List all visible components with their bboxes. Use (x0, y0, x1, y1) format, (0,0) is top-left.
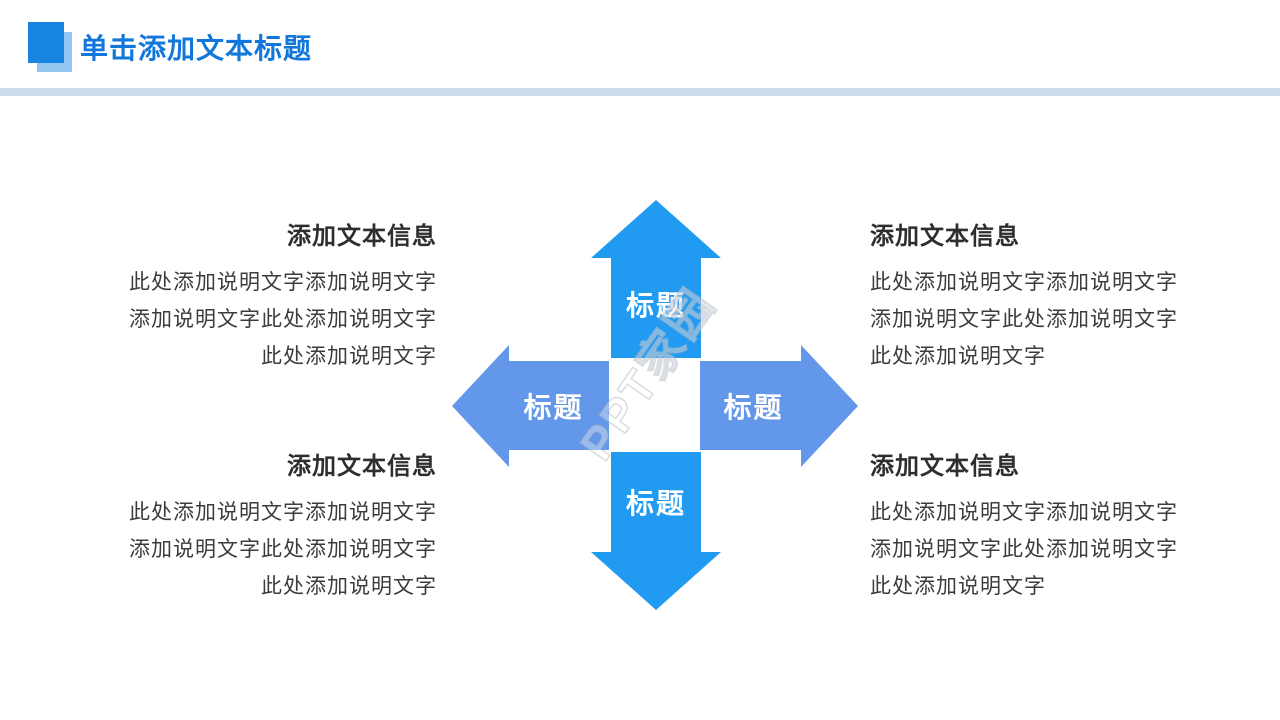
block-line: 此处添加说明文字添加说明文字 (129, 271, 437, 294)
block-line: 此处添加说明文字 (870, 345, 1046, 368)
down-arrow-head-icon (591, 552, 721, 610)
block-line: 此处添加说明文字 (261, 575, 437, 598)
header-divider (0, 88, 1280, 96)
text-block-bottom-right: 添加文本信息 此处添加说明文字添加说明文字 添加说明文字此处添加说明文字 此处添… (870, 452, 1207, 605)
block-line: 添加说明文字此处添加说明文字 (129, 538, 437, 561)
right-arrow-label: 标题 (723, 391, 784, 423)
block-line: 此处添加说明文字 (261, 345, 437, 368)
block-line: 此处添加说明文字添加说明文字 (870, 501, 1178, 524)
left-arrow-head-icon (452, 345, 509, 467)
down-arrow-label: 标题 (625, 488, 686, 519)
right-arrow-shaft (700, 361, 801, 450)
text-block-bottom-left: 添加文本信息 此处添加说明文字添加说明文字 添加说明文字此处添加说明文字 此处添… (100, 452, 437, 605)
block-line: 添加说明文字此处添加说明文字 (129, 308, 437, 331)
page-title: 单击添加文本标题 (80, 33, 313, 64)
left-arrow-label: 标题 (523, 391, 584, 423)
block-heading: 添加文本信息 (287, 453, 437, 480)
block-heading: 添加文本信息 (287, 223, 437, 250)
down-arrow-shaft (611, 452, 701, 553)
block-line: 此处添加说明文字添加说明文字 (129, 501, 437, 524)
up-arrow-shaft (611, 257, 701, 358)
block-heading: 添加文本信息 (870, 223, 1020, 250)
left-arrow-shaft (508, 361, 609, 450)
block-line: 添加说明文字此处添加说明文字 (870, 538, 1178, 561)
header-square-icon (28, 22, 64, 63)
block-line: 添加说明文字此处添加说明文字 (870, 308, 1178, 331)
right-arrow-head-icon (801, 345, 858, 467)
block-line: 此处添加说明文字添加说明文字 (870, 271, 1178, 294)
block-heading: 添加文本信息 (870, 453, 1020, 480)
up-arrow-label: 标题 (625, 290, 686, 321)
text-block-top-left: 添加文本信息 此处添加说明文字添加说明文字 添加说明文字此处添加说明文字 此处添… (100, 222, 437, 375)
up-arrow-head-icon (591, 200, 721, 258)
text-block-top-right: 添加文本信息 此处添加说明文字添加说明文字 添加说明文字此处添加说明文字 此处添… (870, 222, 1207, 375)
block-line: 此处添加说明文字 (870, 575, 1046, 598)
